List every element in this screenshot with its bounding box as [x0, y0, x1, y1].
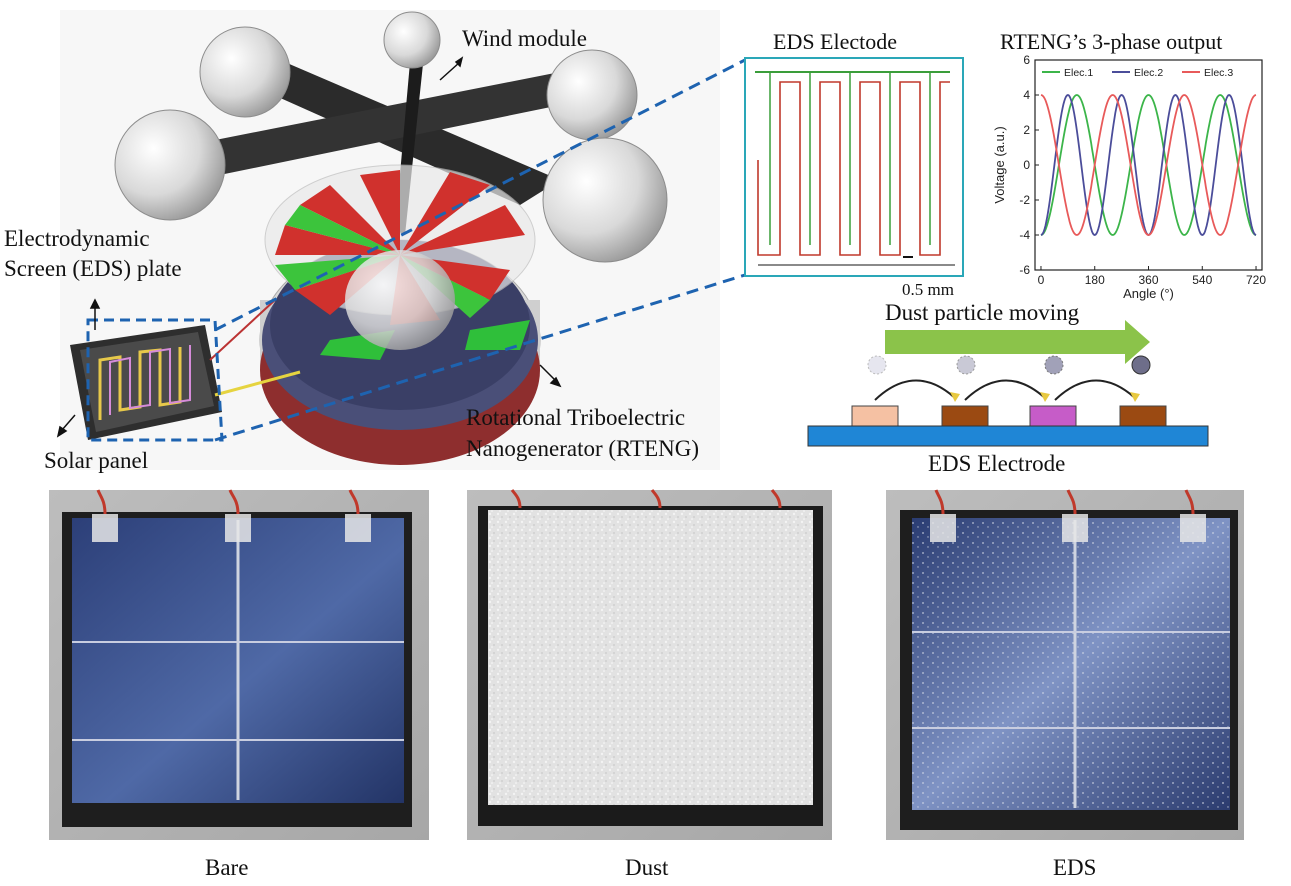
rteng-label-line2: Nanogenerator (RTENG)	[466, 436, 699, 461]
dust-particle-1	[867, 355, 887, 375]
photo-bare	[49, 489, 429, 840]
chart-lines	[1040, 94, 1257, 236]
zoom-line-top	[214, 58, 746, 332]
electrode-pad-1	[851, 405, 899, 427]
dust-particle-2	[956, 355, 976, 375]
photo-dust	[467, 489, 832, 840]
device-illustration	[56, 10, 746, 470]
y-tick-label: -4	[1019, 228, 1030, 242]
x-tick-label: 0	[1038, 273, 1045, 287]
photo-eds	[886, 489, 1244, 840]
wind-module-label: Wind module	[462, 26, 587, 51]
eds-plate-dashed-box	[86, 318, 224, 442]
electrode-pad-2	[941, 405, 989, 427]
eds-electrode-caption: EDS Electrode	[928, 451, 1066, 476]
photo-eds-caption: EDS	[1053, 855, 1097, 880]
y-tick-label: -6	[1019, 263, 1030, 277]
chart-legend: Elec.1 Elec.2 Elec.3	[1042, 67, 1233, 79]
chart-title: RTENG’s 3-phase output	[1000, 29, 1223, 54]
eds-substrate	[807, 425, 1209, 447]
cup-3	[546, 49, 638, 141]
hop-arrows	[874, 379, 1136, 401]
eds-solar-panel	[70, 299, 301, 442]
eds-plate-label-line1: Electrodynamic	[4, 226, 150, 251]
hop-arrowheads	[950, 392, 1140, 402]
x-tick-label: 180	[1085, 273, 1105, 287]
pointer-arrows	[56, 56, 562, 438]
cup-2	[383, 11, 441, 69]
wind-module	[114, 11, 668, 263]
y-axis-label: Voltage (a.u.)	[992, 126, 1007, 203]
electrode-pad-4	[1119, 405, 1167, 427]
photo-dust-caption: Dust	[625, 855, 669, 880]
y-tick-label: 4	[1023, 88, 1030, 102]
x-tick-label: 720	[1246, 273, 1266, 287]
electrode-pad-3	[1029, 405, 1077, 427]
eds-electrode-inset-title: EDS Electode	[773, 29, 898, 54]
rteng-body	[259, 164, 541, 465]
y-tick-label: 6	[1023, 53, 1030, 67]
x-tick-label: 360	[1138, 273, 1158, 287]
cup-5	[542, 137, 668, 263]
scale-bar-label: 0.5 mm	[902, 280, 954, 299]
zoom-line-bottom	[214, 273, 746, 442]
dust-moving-diagram	[807, 320, 1209, 447]
eds-electrode-inset	[744, 57, 964, 277]
series-line-3	[1040, 94, 1257, 236]
inset-frame	[744, 57, 964, 277]
legend-label-2: Elec.2	[1134, 67, 1163, 79]
legend-label-3: Elec.3	[1204, 67, 1233, 79]
red-meander-electrode	[757, 81, 950, 256]
series-line-1	[1040, 94, 1257, 236]
cup-4	[114, 109, 226, 221]
series-line-2	[1040, 94, 1257, 236]
x-axis-label: Angle (°)	[1123, 286, 1174, 301]
dust-particle-4	[1131, 355, 1151, 375]
eds-plate-label-line2: Screen (EDS) plate	[4, 256, 182, 281]
dust-moving-arrow	[885, 320, 1150, 364]
photo-bare-caption: Bare	[205, 855, 249, 880]
solar-panel-label: Solar panel	[44, 448, 149, 473]
legend-label-1: Elec.1	[1064, 67, 1093, 79]
y-tick-label: 2	[1023, 123, 1030, 137]
y-tick-label: -2	[1019, 193, 1030, 207]
x-tick-label: 540	[1192, 273, 1212, 287]
y-tick-label: 0	[1023, 158, 1030, 172]
rteng-label-line1: Rotational Triboelectric	[466, 405, 686, 430]
chart-plot-frame	[1034, 59, 1263, 271]
dust-particle-3	[1044, 355, 1064, 375]
dust-moving-label: Dust particle moving	[885, 300, 1080, 325]
cup-1	[199, 26, 291, 118]
